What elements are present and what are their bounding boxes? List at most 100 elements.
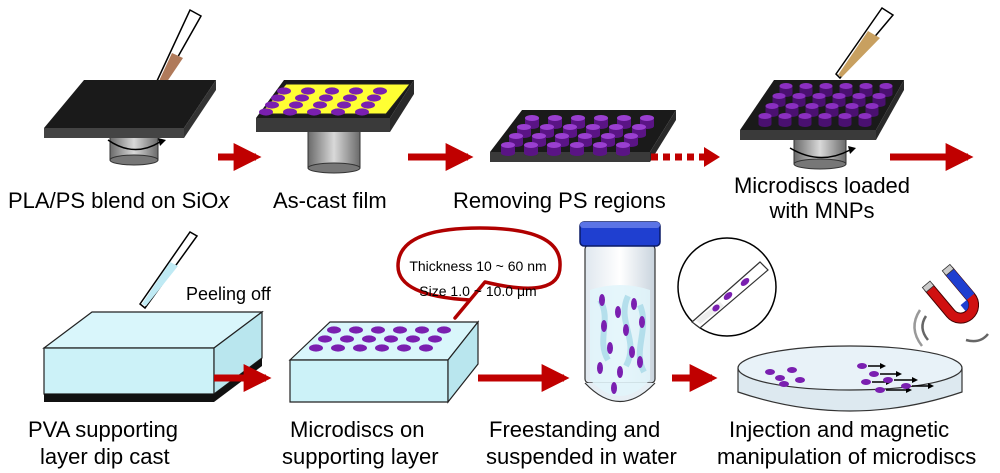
pillar-side — [632, 127, 646, 135]
dish-disc — [775, 375, 785, 381]
pillar-side — [524, 145, 538, 153]
pillar-top — [865, 103, 879, 109]
pillar-top — [792, 93, 806, 99]
dish-disc — [883, 377, 893, 383]
bubble-size: Size 1.0 ~ 10.0 μm — [419, 283, 536, 299]
film-disc — [289, 101, 303, 109]
pillar-side — [818, 116, 832, 124]
step6-label-line2: supporting layer — [282, 444, 439, 469]
pillar-top — [765, 103, 779, 109]
layer-disc — [318, 335, 332, 343]
step7-label-line1: Freestanding and — [489, 417, 660, 442]
pillar-side — [819, 86, 833, 94]
pillar-side — [872, 96, 886, 104]
pillar-base — [838, 121, 852, 127]
dish-disc — [787, 367, 797, 373]
mnp-pillars — [758, 83, 893, 127]
pillar-base — [778, 121, 792, 127]
pillar-base — [818, 121, 832, 127]
step4-label-line2: with MNPs — [768, 198, 874, 223]
pillar-side — [616, 145, 630, 153]
suspended-disc — [629, 346, 635, 358]
pillar-side — [832, 96, 846, 104]
pillar-side — [617, 118, 631, 126]
pillar-side — [563, 127, 577, 135]
pillar-top — [819, 83, 833, 89]
suspended-disc — [639, 316, 645, 328]
step7-label-line2: suspended in water — [486, 444, 677, 469]
suspended-disc — [623, 324, 629, 336]
pillar-side — [548, 118, 562, 126]
pillar-top — [593, 142, 607, 148]
layer-disc — [384, 335, 398, 343]
mnp-pipette-icon — [835, 6, 895, 80]
film-disc — [331, 108, 345, 116]
pillar-side — [852, 96, 866, 104]
pillar-side — [779, 86, 793, 94]
pillar-top — [594, 115, 608, 121]
film-disc — [301, 87, 315, 95]
pillar-side — [879, 86, 893, 94]
suspended-disc — [617, 366, 623, 378]
film-disc — [343, 94, 357, 102]
dish-disc — [765, 369, 775, 375]
pillar-base — [593, 150, 607, 156]
suspended-disc — [597, 362, 603, 374]
pillar-side — [601, 136, 615, 144]
dish-discs — [765, 363, 934, 393]
layer-disc — [437, 326, 451, 334]
suspended-disc — [631, 298, 637, 310]
injection-inset — [677, 237, 777, 337]
step6-label-line1: Microdiscs on — [290, 417, 424, 442]
pva-pipette-icon — [138, 231, 199, 310]
dish-disc — [857, 363, 867, 369]
pillar-side — [792, 96, 806, 104]
pillar-top — [879, 83, 893, 89]
pillar-side — [532, 136, 546, 144]
pillar-top — [858, 113, 872, 119]
pillar-top — [517, 124, 531, 130]
film-disc — [259, 108, 273, 116]
dish-disc — [795, 377, 805, 383]
dish-disc — [869, 371, 879, 377]
suspended-discs — [597, 294, 645, 394]
film-disc — [325, 87, 339, 95]
pillar-side — [825, 106, 839, 114]
suspended-disc — [637, 356, 643, 368]
pillar-top — [812, 93, 826, 99]
pillar-top — [532, 133, 546, 139]
pillar-top — [785, 103, 799, 109]
film-disc — [319, 94, 333, 102]
pla-pillars — [501, 115, 654, 156]
pillar-top — [852, 93, 866, 99]
pillar-top — [571, 115, 585, 121]
pillar-side — [501, 145, 515, 153]
layer-disc — [331, 344, 345, 352]
pillar-side — [624, 136, 638, 144]
pillar-base — [858, 121, 872, 127]
pillar-side — [805, 106, 819, 114]
pillar-side — [838, 116, 852, 124]
pillar-top — [798, 113, 812, 119]
film-disc — [295, 94, 309, 102]
pillar-top — [778, 113, 792, 119]
step1-label: PLA/PS blend on SiOx — [8, 188, 230, 213]
step8-label-line1: Injection and magnetic — [729, 417, 949, 442]
film-disc — [373, 87, 387, 95]
pillar-side — [578, 136, 592, 144]
pillar-top — [805, 103, 819, 109]
pillar-top — [547, 142, 561, 148]
layer-disc — [371, 326, 385, 334]
step8-manipulation — [677, 237, 989, 412]
pillar-side — [555, 136, 569, 144]
step5-label-line2: layer dip cast — [40, 444, 170, 469]
pillar-top — [872, 93, 886, 99]
pillar-top — [524, 142, 538, 148]
pillar-side — [609, 127, 623, 135]
film-disc — [355, 108, 369, 116]
pillar-side — [839, 86, 853, 94]
pillar-base — [524, 150, 538, 156]
sio-substrate — [44, 80, 216, 138]
film-disc — [337, 101, 351, 109]
